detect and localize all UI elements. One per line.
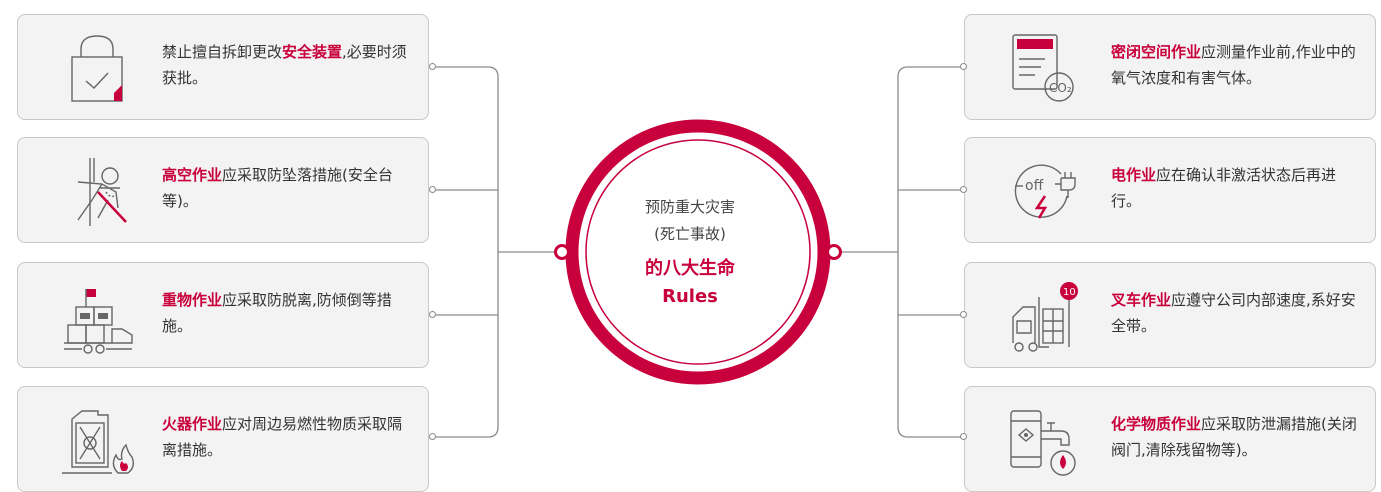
co2-monitor-icon: CO₂ (1005, 29, 1083, 107)
svg-text:CO₂: CO₂ (1049, 81, 1072, 95)
forklift-speed-icon: 10 (1005, 277, 1083, 355)
rule-card-confined-space: CO₂ 密闭空间作业应测量作业前,作业中的氧气浓度和有害气体。 (964, 14, 1376, 120)
rule-card-heavy-load: 重物作业应采取防脱离,防倾倒等措施。 (17, 262, 429, 368)
rule-text-plain: 应采取防脱离,防倾倒等措施。 (162, 291, 392, 335)
connector-dot (429, 186, 436, 193)
rule-highlight: 密闭空间作业 (1111, 43, 1202, 61)
rule-card-work-at-height: 高空作业应采取防坠落措施(安全台等)。 (17, 137, 429, 243)
rule-text: 禁止擅自拆卸更改安全装置,必要时须获批。 (162, 39, 414, 91)
center-title-line1: 预防重大灾害 (644, 198, 735, 216)
connector-dot (429, 63, 436, 70)
rule-text-plain: 应遵守公司内部速度,系好安全带。 (1111, 291, 1356, 335)
rule-text-plain: 应采取防泄漏措施(关闭阀门,清除残留物等)。 (1111, 415, 1357, 459)
rule-text: 密闭空间作业应测量作业前,作业中的氧气浓度和有害气体。 (1111, 39, 1359, 91)
chemical-leak-icon (1005, 401, 1083, 479)
svg-text:off: off (1025, 178, 1044, 194)
lock-check-icon (58, 29, 136, 107)
rule-text-plain: 应测量作业前,作业中的氧气浓度和有害气体。 (1111, 43, 1356, 87)
rule-highlight: 安全装置 (282, 43, 343, 61)
connector-dot (429, 433, 436, 440)
rule-text-plain: 应对周边易燃性物质采取隔离措施。 (162, 415, 403, 459)
center-title-line2: (死亡事故) (654, 225, 726, 243)
cargo-truck-icon (58, 277, 136, 355)
rule-highlight: 叉车作业 (1111, 291, 1172, 309)
rule-text: 高空作业应采取防坠落措施(安全台等)。 (162, 162, 414, 214)
power-off-plug-icon: off (1005, 152, 1083, 230)
rule-text-plain: ,必要时须获批。 (162, 43, 407, 87)
rule-card-chemical: 化学物质作业应采取防泄漏措施(关闭阀门,清除残留物等)。 (964, 386, 1376, 492)
rule-card-safety-device: 禁止擅自拆卸更改安全装置,必要时须获批。 (17, 14, 429, 120)
rule-highlight: 电作业 (1111, 166, 1157, 184)
connector-dot (960, 63, 967, 70)
rule-text: 化学物质作业应采取防泄漏措施(关闭阀门,清除残留物等)。 (1111, 411, 1359, 463)
rule-highlight: 高空作业 (162, 166, 223, 184)
fuel-can-fire-icon (58, 401, 136, 479)
center-title-line3: 的八大生命 (645, 258, 735, 279)
rule-text: 重物作业应采取防脱离,防倾倒等措施。 (162, 287, 414, 339)
connector-dot (960, 433, 967, 440)
speed-limit-badge: 10 (1063, 287, 1076, 298)
rule-text: 火器作业应对周边易燃性物质采取隔离措施。 (162, 411, 414, 463)
rule-highlight: 重物作业 (162, 291, 223, 309)
rule-text-plain: 禁止擅自拆卸更改 (162, 43, 283, 61)
rule-card-electrical: off 电作业应在确认非激活状态后再进行。 (964, 137, 1376, 243)
rule-text-plain: 应采取防坠落措施(安全台等)。 (162, 166, 393, 210)
center-title-line4: Rules (662, 286, 718, 307)
connector-dot (960, 186, 967, 193)
rule-highlight: 化学物质作业 (1111, 415, 1202, 433)
rule-text-plain: 应在确认非激活状态后再进行。 (1111, 166, 1337, 210)
rule-card-forklift: 10 叉车作业应遵守公司内部速度,系好安全带。 (964, 262, 1376, 368)
connector-dot (429, 311, 436, 318)
connector-dot (960, 311, 967, 318)
rule-text: 电作业应在确认非激活状态后再进行。 (1111, 162, 1359, 214)
fall-protection-icon (58, 152, 136, 230)
rule-card-hot-work: 火器作业应对周边易燃性物质采取隔离措施。 (17, 386, 429, 492)
rule-text: 叉车作业应遵守公司内部速度,系好安全带。 (1111, 287, 1359, 339)
rule-highlight: 火器作业 (162, 415, 223, 433)
